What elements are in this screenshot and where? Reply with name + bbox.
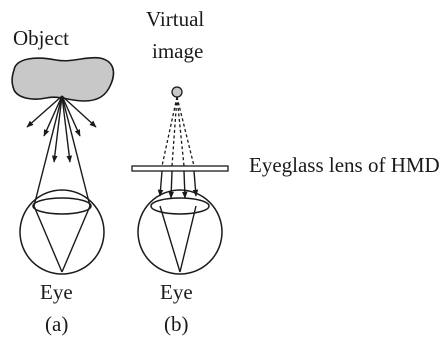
rays-to-eye-a (33, 95, 91, 273)
virtual-rays (161, 96, 195, 167)
eye-lens-b (150, 197, 210, 215)
eye-lens-a (32, 197, 92, 215)
virtual-label: Virtual (146, 7, 205, 31)
eye-a-label: Eye (40, 280, 73, 304)
eyeglass-lens-label: Eyeglass lens of HMD (249, 153, 440, 177)
object-blob (11, 56, 115, 102)
eye-b-label: Eye (160, 280, 193, 304)
diverging-rays (26, 95, 97, 137)
panel-b (131, 86, 229, 275)
panel-a (11, 56, 115, 275)
eyeball-a (19, 189, 105, 275)
eye-a (19, 189, 105, 275)
eyeball-b (137, 189, 223, 275)
solid-rays-b (157, 170, 199, 273)
panel-b-caption: (b) (164, 312, 189, 336)
image-label: image (152, 39, 204, 63)
virtual-image-point (171, 86, 183, 98)
eyeglass-lens-hmd (131, 165, 229, 172)
object-label: Object (13, 26, 69, 50)
panel-a-caption: (a) (45, 312, 69, 336)
eye-b (137, 189, 223, 275)
